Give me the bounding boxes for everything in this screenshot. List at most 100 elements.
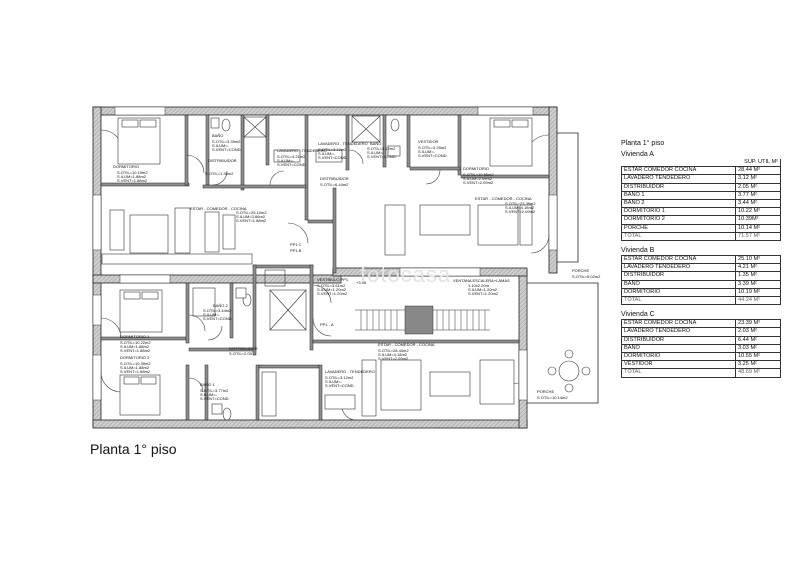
svg-text:S.OTIL=23.39m2: S.OTIL=23.39m2 [505,201,536,206]
svg-text:S.VENT=1.88m2: S.VENT=1.88m2 [117,178,148,183]
svg-text:S.VENT=COND.: S.VENT=COND. [418,153,448,158]
room-bano-a2: BAÑO [370,141,381,146]
door-swings [100,129,550,421]
tables-header: Planta 1° piso [621,140,665,147]
svg-text:S.ILUM=1.88m2: S.ILUM=1.88m2 [120,344,150,349]
svg-text:S.VENT=1.88m2: S.VENT=1.88m2 [236,218,267,223]
svg-text:S.VENT=COND.: S.VENT=COND. [200,396,230,401]
living-furniture [101,204,591,417]
room-estar-c: ESTAR - COMEDOR - COCINA [378,342,435,347]
room-lavadero-b: LAVADERO - TENDEDERO [277,148,327,153]
svg-text:S.ILUM=-: S.ILUM=- [325,379,343,384]
svg-text:S.ILUM=-: S.ILUM=- [277,158,295,163]
svg-text:S.OTIL=6.44m2: S.OTIL=6.44m2 [320,182,349,187]
beds [117,117,533,416]
svg-text:S.ILUM=2.09m2: S.ILUM=2.09m2 [463,176,493,181]
svg-text:S.OTIL=3.12m2: S.OTIL=3.12m2 [367,146,396,151]
svg-text:S.OTIL=3.25m2: S.OTIL=3.25m2 [418,145,447,150]
svg-text:1.10x2.20m: 1.10x2.20m [468,283,490,288]
svg-text:S.OTIL=3.77m2: S.OTIL=3.77m2 [200,388,229,393]
col-header: SUP. UTIL M² [621,159,781,168]
svg-text:S.ILUM=4.18m2: S.ILUM=4.18m2 [505,205,535,210]
svg-text:S.VENT=2.09m2: S.VENT=2.09m2 [378,356,409,361]
svg-text:S.VENT=2.09m2: S.VENT=2.09m2 [463,180,494,185]
room-estar-a: ESTAR - COMEDOR - COCINA [475,196,532,201]
svg-text:S.VENT=1.20m2: S.VENT=1.20m2 [468,291,499,296]
svg-text:S.OTIL=28.44m2: S.OTIL=28.44m2 [378,348,409,353]
door-label-ppa: PP1 - A [320,322,334,327]
group-title-c: Vivienda C [621,311,655,319]
stairs [355,305,490,335]
room-dormitorio-c1: DORMITORIO 1 [120,334,150,339]
svg-text:S.OTIL=10.39m2: S.OTIL=10.39m2 [120,361,151,366]
room-vestidor: VESTIDOR [418,139,439,144]
room-lavadero-a: LAVADERO - TENDEDERO [318,141,368,146]
svg-text:S.ILUM=1.88m2: S.ILUM=1.88m2 [120,365,150,370]
room-labels: DORMITORIO S.OTIL=10.19m2 S.ILUM=1.88m2 … [113,133,601,401]
svg-text:S.OTIL=10.14m2: S.OTIL=10.14m2 [537,395,568,400]
door-label-ppc: PP1 C [290,242,302,247]
svg-text:S.OTIL=2.05: S.OTIL=2.05 [229,351,253,356]
svg-text:S.OTIL=1.35m2: S.OTIL=1.35m2 [205,171,234,176]
door-label-ppb: PP1 B [290,248,302,253]
svg-text:S.OTIL=10.22m2: S.OTIL=10.22m2 [120,340,151,345]
svg-text:S.OTIL=25.10m2: S.OTIL=25.10m2 [236,210,267,215]
group-title-a: Vivienda A [621,151,654,158]
room-distribuidor-c: DISTRIBUIDOR [229,346,258,351]
svg-text:S.ILUM=-: S.ILUM=- [318,151,336,156]
svg-text:S.ILUM=-: S.ILUM=- [418,149,436,154]
svg-text:S.OTIL=5.02m2: S.OTIL=5.02m2 [572,274,601,279]
windows [92,106,558,401]
svg-text:S.OTIL=10.19m2: S.OTIL=10.19m2 [117,170,148,175]
svg-text:S.VENT=1.88m2: S.VENT=1.88m2 [120,369,151,374]
bath-fixtures [210,117,401,421]
svg-text:S.ILUM=-: S.ILUM=- [212,143,230,148]
svg-text:S.ILUM=3.66m2: S.ILUM=3.66m2 [236,214,266,219]
svg-text:S.VENT=COND.: S.VENT=COND. [318,155,348,160]
svg-text:S.ILUM=1.20m2: S.ILUM=1.20m2 [468,287,498,292]
svg-text:S.OTIL=3.44m2: S.OTIL=3.44m2 [203,308,232,313]
svg-text:S.ILUM=4.18m2: S.ILUM=4.18m2 [378,352,408,357]
elevator-shaft [192,115,381,417]
svg-text:S.VENT=2.09m2: S.VENT=2.09m2 [505,209,536,214]
svg-text:S.VENT=COND.: S.VENT=COND. [325,383,355,388]
svg-text:S.ILUM=1.88m2: S.ILUM=1.88m2 [117,174,147,179]
svg-text:S.OTIL=3.39m2: S.OTIL=3.39m2 [212,139,241,144]
svg-text:S.OTIL=4.21m2: S.OTIL=4.21m2 [277,154,306,159]
room-dormitorio-a2: DORMITORIO [463,166,489,171]
room-dormitorio-c2: DORMITORIO 2 [120,355,150,360]
svg-text:S.ILUM=-: S.ILUM=- [200,392,218,397]
room-distribuidor-a1: DISTRIBUIDOR [208,158,237,163]
svg-text:S.VENT=COND.: S.VENT=COND. [367,154,397,159]
room-bano-c1: BAÑO 1 [200,382,215,387]
room-porche-c: PORCHE [537,389,554,394]
group-title-b: Vivienda B [621,247,655,255]
room-lavadero-c: LAVADERO - TENDEDERO [325,369,375,374]
svg-text:S.VENT=COND.: S.VENT=COND. [203,316,233,321]
room-porche-top: PORCHE [572,268,589,273]
